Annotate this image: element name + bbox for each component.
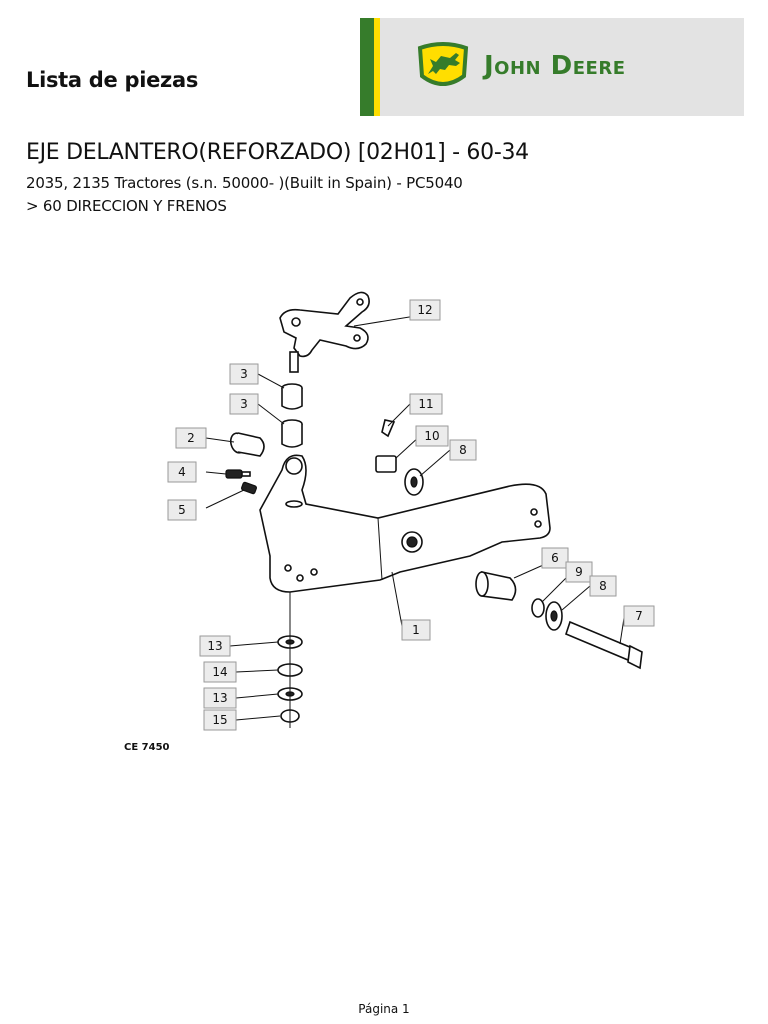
section-title: EJE DELANTERO(REFORZADO) [02H01] - 60-34 [26, 140, 529, 165]
grease-fitting-angled [241, 481, 257, 495]
callout-13-upper: 13 [199, 635, 231, 657]
grease-fitting [225, 469, 251, 479]
callout-5: 5 [167, 499, 197, 521]
pivot-bushing [229, 432, 265, 457]
brand-stripe-green [360, 18, 374, 116]
brand-name: John Deere [484, 51, 626, 81]
washer-8-lower [545, 601, 563, 631]
bushing-upper [281, 383, 303, 410]
steering-arm [279, 291, 370, 373]
washer-8-upper [404, 468, 424, 496]
page-title: Lista de piezas [26, 68, 199, 92]
callout-3-upper: 3 [229, 363, 259, 385]
washer-9 [531, 598, 545, 618]
svg-text:6: 6 [551, 551, 559, 565]
svg-text:11: 11 [418, 397, 433, 411]
svg-text:15: 15 [212, 713, 227, 727]
callout-3-lower: 3 [229, 393, 259, 415]
callout-12: 12 [409, 299, 441, 321]
breadcrumb: > 60 DIRECCION Y FRENOS [26, 197, 227, 215]
bolt-7 [565, 620, 643, 670]
svg-text:12: 12 [417, 303, 432, 317]
callout-15: 15 [203, 709, 237, 731]
brand-stripe-yellow [374, 18, 380, 116]
svg-text:5: 5 [178, 503, 186, 517]
svg-text:1: 1 [412, 623, 420, 637]
bushing-lower [281, 419, 303, 448]
svg-text:7: 7 [635, 609, 643, 623]
deer-logo-icon [417, 42, 469, 86]
front-axle-beam [259, 454, 551, 593]
svg-text:4: 4 [178, 465, 186, 479]
callout-7: 7 [623, 605, 655, 627]
callout-9: 9 [565, 561, 593, 583]
svg-text:9: 9 [575, 565, 583, 579]
callout-1: 1 [401, 619, 431, 641]
svg-text:10: 10 [424, 429, 439, 443]
svg-text:8: 8 [599, 579, 607, 593]
brand-banner: John Deere [360, 18, 744, 116]
svg-text:2: 2 [187, 431, 195, 445]
svg-text:3: 3 [240, 367, 248, 381]
callout-14: 14 [203, 661, 237, 683]
callout-4: 4 [167, 461, 197, 483]
svg-text:14: 14 [212, 665, 227, 679]
page-number: Página 1 [358, 1002, 410, 1016]
lower-washers [277, 592, 303, 728]
svg-text:13: 13 [212, 691, 227, 705]
section-subtitle: 2035, 2135 Tractores (s.n. 50000- )(Buil… [26, 174, 463, 192]
svg-text:8: 8 [459, 443, 467, 457]
callout-2: 2 [175, 427, 207, 449]
callout-13-lower: 13 [203, 687, 237, 709]
callout-8-upper: 8 [449, 439, 477, 461]
nut-10 [375, 455, 397, 473]
callout-8-lower: 8 [589, 575, 617, 597]
svg-text:13: 13 [207, 639, 222, 653]
cotter-pin [381, 419, 396, 438]
callout-11: 11 [409, 393, 443, 415]
parts-diagram: 12 3 3 2 4 5 11 10 8 1 6 9 8 7 13 14 13 [124, 291, 655, 753]
svg-text:3: 3 [240, 397, 248, 411]
pivot-pin [475, 571, 517, 601]
figure-code: CE 7450 [124, 742, 170, 753]
callout-6: 6 [541, 547, 569, 569]
callout-10: 10 [415, 425, 449, 447]
